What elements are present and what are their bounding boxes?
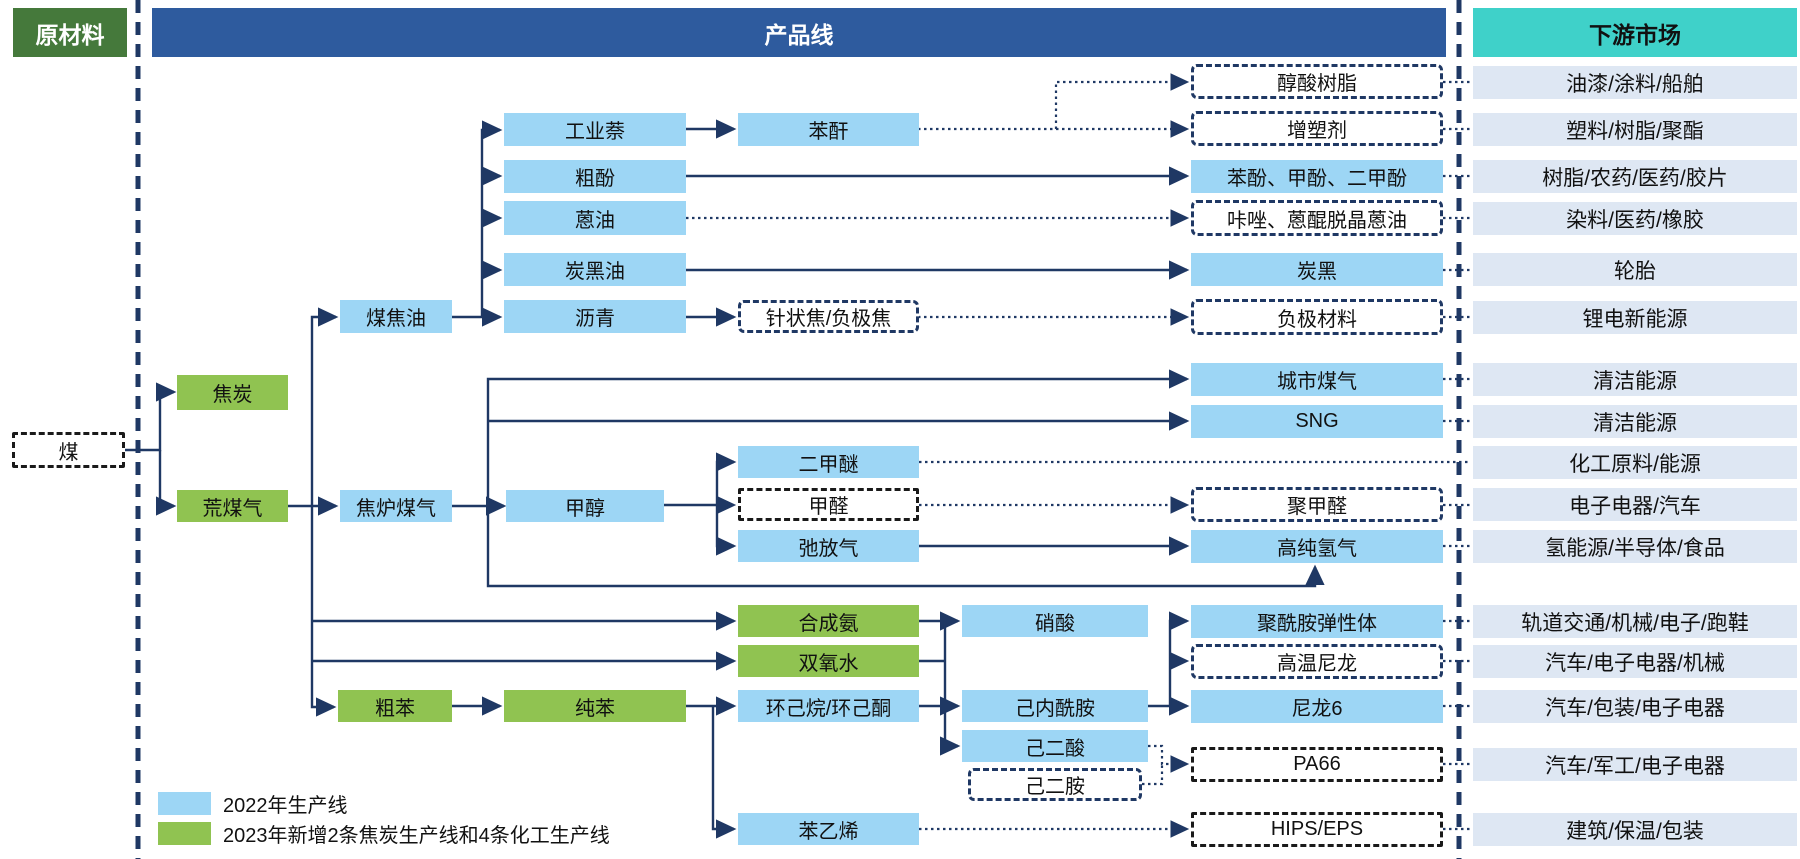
edge-cokeovengas-to-citygas — [486, 369, 1190, 506]
node-carbon-black: 炭黑 — [1191, 253, 1443, 286]
legend-label-2023: 2023年新增2条焦炭生产线和4条化工生产线 — [223, 825, 610, 847]
node-coke-oven-gas: 焦炉煤气 — [340, 490, 452, 522]
node-ht-nylon: 高温尼龙 — [1191, 644, 1443, 679]
node-carbazole: 咔唑、蒽醌脱晶蒽油 — [1191, 200, 1443, 236]
market-row-13: 汽车/包装/电子电器 — [1473, 690, 1797, 723]
edge-coal-to-rawgas — [156, 450, 177, 516]
legend-2022: 2022年生产线 — [158, 789, 348, 818]
legend-swatch-blue — [158, 792, 211, 815]
legend-2023: 2023年新增2条焦炭生产线和4条化工生产线 — [158, 819, 610, 848]
market-row-1: 塑料/树脂/聚酯 — [1473, 113, 1797, 146]
node-methanol: 甲醇 — [506, 490, 664, 522]
node-phthalic-anhydride: 苯酐 — [738, 113, 919, 146]
node-crude-benzene: 粗苯 — [338, 690, 452, 722]
node-styrene: 苯乙烯 — [738, 813, 919, 845]
edge-coal-to-coke — [125, 382, 177, 452]
node-purge-gas: 弛放气 — [738, 530, 919, 562]
node-coal-tar: 煤焦油 — [340, 300, 452, 333]
node-polyamide-elastomer: 聚酰胺弹性体 — [1191, 605, 1443, 638]
node-high-purity-hydrogen: 高纯氢气 — [1191, 530, 1443, 563]
node-hexamethylenediamine: 己二胺 — [968, 768, 1142, 801]
node-hips-eps: HIPS/EPS — [1191, 812, 1443, 847]
node-alkyd-resin: 醇酸树脂 — [1191, 64, 1443, 99]
market-row-6: 清洁能源 — [1473, 363, 1797, 396]
market-row-15: 建筑/保温/包装 — [1473, 813, 1797, 846]
node-hydrogen-peroxide: 双氧水 — [738, 645, 919, 677]
node-nylon6: 尼龙6 — [1191, 690, 1443, 723]
edge-methanol-to-dme — [715, 452, 737, 505]
node-formaldehyde: 甲醛 — [738, 488, 919, 521]
market-row-11: 轨道交通/机械/电子/跑鞋 — [1473, 605, 1797, 638]
node-pure-benzene: 纯苯 — [504, 690, 686, 722]
node-industrial-naphthalene: 工业萘 — [504, 113, 686, 146]
node-caprolactam: 己内酰胺 — [962, 690, 1148, 722]
node-plasticizer: 增塑剂 — [1191, 111, 1443, 146]
node-dme: 二甲醚 — [738, 446, 919, 478]
node-adipic-acid: 己二酸 — [962, 730, 1148, 762]
edge-trunk-up-to-coaltar — [310, 307, 339, 506]
edge-purebenzene-to-styrene — [711, 706, 737, 839]
node-carbon-black-oil: 炭黑油 — [504, 253, 686, 286]
market-row-3: 染料/医药/橡胶 — [1473, 202, 1797, 235]
market-row-10: 氢能源/半导体/食品 — [1473, 530, 1797, 563]
market-row-14: 汽车/军工/电子电器 — [1473, 748, 1797, 781]
edge-cokeovengas-to-hydrogen — [486, 506, 1325, 588]
market-row-5: 锂电新能源 — [1473, 301, 1797, 334]
node-coal: 煤 — [12, 432, 125, 468]
node-city-gas: 城市煤气 — [1191, 363, 1443, 396]
market-row-7: 清洁能源 — [1473, 405, 1797, 438]
node-anthracene-oil: 蒽油 — [504, 201, 686, 235]
market-row-8: 化工原料/能源 — [1473, 446, 1797, 479]
node-needle-coke: 针状焦/负极焦 — [738, 300, 919, 333]
edge-methanol-to-purgegas — [715, 505, 737, 556]
node-nitric-acid: 硝酸 — [962, 605, 1148, 637]
node-sng: SNG — [1191, 405, 1443, 438]
market-row-4: 轮胎 — [1473, 253, 1797, 286]
header-raw-material: 原材料 — [13, 8, 127, 57]
market-row-12: 汽车/电子电器/机械 — [1473, 645, 1797, 678]
node-anode-material: 负极材料 — [1191, 299, 1443, 335]
edge-coaltar-to-naphthalene — [480, 120, 503, 317]
edge-caprolactam-to-elastomer — [1168, 611, 1190, 706]
node-raw-gas: 荒煤气 — [177, 490, 288, 522]
legend-swatch-green — [158, 822, 211, 845]
node-coke: 焦炭 — [177, 375, 288, 410]
legend-label-2022: 2022年生产线 — [223, 795, 348, 817]
header-downstream-market: 下游市场 — [1473, 8, 1797, 57]
market-row-9: 电子电器/汽车 — [1473, 488, 1797, 521]
edge-trunk-to-adipic — [940, 621, 961, 756]
edge-trunk-down-to-crudebenzene — [310, 506, 337, 717]
node-pom: 聚甲醛 — [1191, 487, 1443, 522]
edge-adipic-to-pa66 — [1148, 744, 1190, 773]
node-synthetic-ammonia: 合成氨 — [738, 605, 919, 637]
node-phenol-cresol-xylenol: 苯酚、甲酚、二甲酚 — [1191, 160, 1443, 193]
node-cyclohexane: 环己烷/环己酮 — [738, 690, 919, 722]
node-crude-phenol: 粗酚 — [504, 160, 686, 193]
market-row-2: 树脂/农药/医药/胶片 — [1473, 160, 1797, 193]
header-product-line: 产品线 — [152, 8, 1446, 57]
edge-anhydride-to-alkyd — [1054, 73, 1190, 129]
edge-hmda-to-pa66 — [1142, 764, 1164, 786]
node-pa66: PA66 — [1191, 747, 1443, 782]
market-row-0: 油漆/涂料/船舶 — [1473, 66, 1797, 99]
node-pitch: 沥青 — [504, 300, 686, 333]
